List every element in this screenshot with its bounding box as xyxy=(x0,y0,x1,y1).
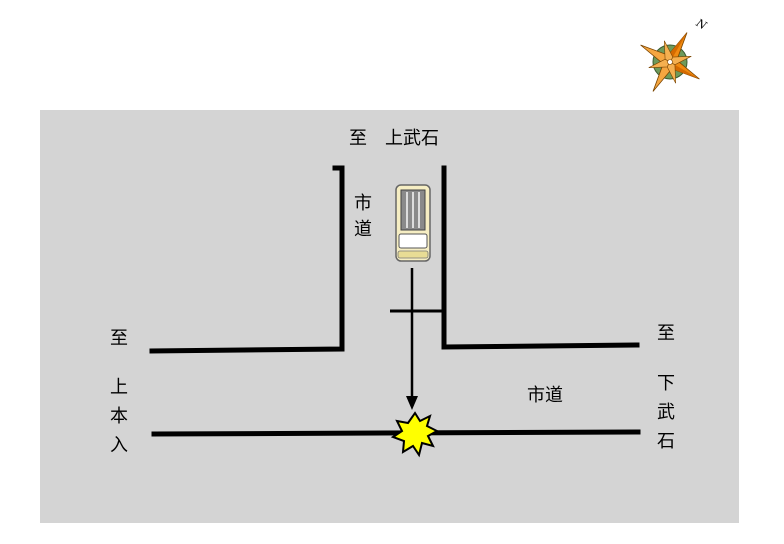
collision-burst-icon xyxy=(390,411,440,458)
north-street-label-2: 道 xyxy=(354,219,372,240)
compass-rose-icon xyxy=(640,32,700,92)
east-to-label: 至 xyxy=(657,323,675,344)
car-icon xyxy=(395,184,431,262)
west-destination-char-1: 上 xyxy=(110,377,128,398)
east-destination-char-3: 石 xyxy=(657,431,675,452)
road-edge-south xyxy=(151,429,641,437)
east-destination-char-1: 下 xyxy=(657,373,675,394)
road-lines xyxy=(149,165,641,437)
compass-north-label: N xyxy=(693,16,709,33)
east-street-label: 市道 xyxy=(527,385,563,406)
road-edge-northwest xyxy=(149,165,345,354)
road-edge-northeast xyxy=(441,165,640,350)
travel-arrow xyxy=(406,268,418,410)
north-street-label-1: 市 xyxy=(354,193,372,214)
map-area xyxy=(40,110,739,523)
west-destination-char-3: 入 xyxy=(110,435,128,456)
north-destination-label: 至 上武石 xyxy=(349,128,439,149)
east-destination-char-2: 武 xyxy=(657,402,675,423)
west-to-label: 至 xyxy=(110,328,128,349)
west-destination-char-2: 本 xyxy=(110,406,128,427)
